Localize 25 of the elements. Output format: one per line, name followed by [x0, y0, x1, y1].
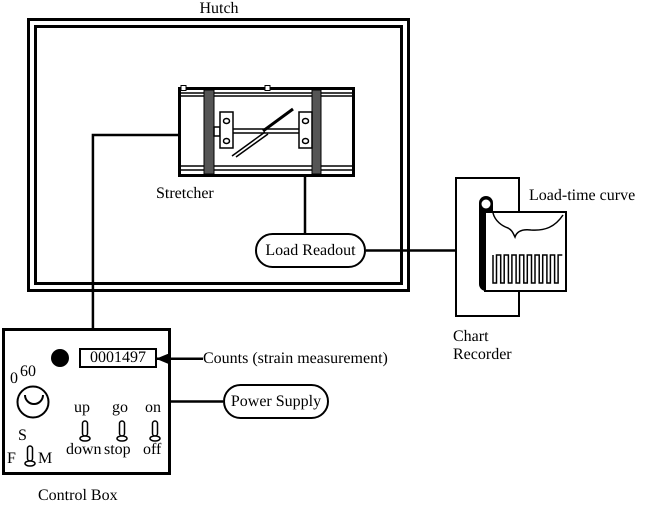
counter-display: 0001497: [79, 348, 157, 368]
switch-label: off: [143, 441, 162, 459]
power-supply-pill: Power Supply: [223, 384, 329, 419]
switch-label: M: [38, 450, 52, 468]
connector-line: [304, 177, 306, 233]
switch-label: go: [112, 399, 128, 417]
dial-scale-label: 0: [10, 370, 18, 388]
callout-text: Counts (strain measurement): [203, 350, 388, 368]
device-label: Stretcher: [156, 185, 214, 203]
connector-line: [171, 400, 223, 403]
device-label: Control Box: [38, 487, 118, 505]
enclosure-title: Hutch: [199, 0, 239, 18]
arrow: [156, 354, 203, 364]
switch-label: down: [66, 441, 102, 459]
switch-label: F: [7, 450, 16, 468]
curve-label: Load-time curve: [529, 187, 636, 205]
switch-label: S: [18, 427, 27, 445]
device-label: Chart Recorder: [453, 328, 513, 364]
switch-label: stop: [104, 441, 131, 459]
connector-line: [92, 134, 178, 328]
switch-label: up: [74, 399, 90, 417]
switch-label: on: [145, 399, 161, 417]
connector-line: [366, 249, 455, 252]
dial-scale-label: 60: [20, 363, 36, 381]
readout-pill: Load Readout: [255, 233, 366, 268]
